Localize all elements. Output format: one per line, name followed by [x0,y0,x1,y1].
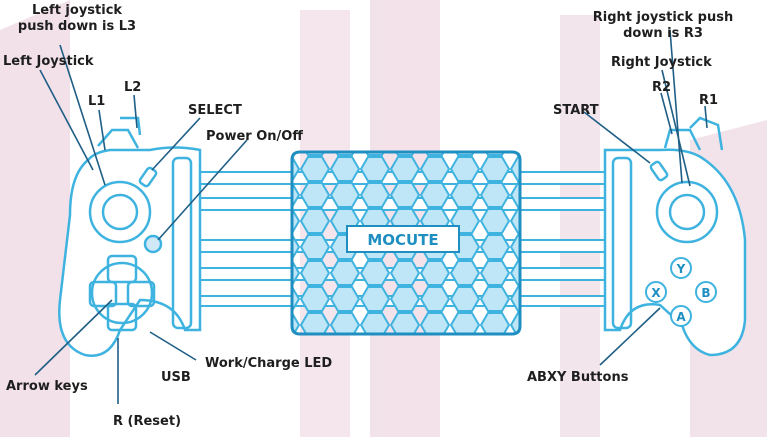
start-button [649,160,669,182]
label-select: SELECT [188,103,242,118]
label-start: START [553,103,599,118]
dpad-shape [88,254,156,332]
right-grip [603,116,747,357]
left-joystick-ring [88,180,152,244]
label-work-led: Work/Charge LED [205,356,332,371]
label-power: Power On/Off [206,129,303,144]
label-reset: R (Reset) [113,414,181,429]
callout-labels: Left Joystick L1 L2 SELECT Power On/Off … [3,54,718,429]
label-r2: R2 [652,80,671,95]
label-arrow-keys: Arrow keys [6,379,88,394]
left-grip [58,116,202,357]
button-x-label: X [651,286,661,300]
abxy-cluster: Y X B A [645,257,717,327]
label-right-joystick: Right Joystick [611,55,712,70]
label-left-joystick: Left Joystick [3,54,94,69]
label-abxy: ABXY Buttons [527,370,629,385]
leader-lines [34,29,708,404]
button-a-label: A [676,310,686,324]
power-button [143,234,163,254]
label-l2: L2 [124,80,141,95]
label-l1: L1 [88,94,105,109]
button-y-label: Y [676,262,686,276]
right-joystick-ring [655,180,719,244]
label-r1: R1 [699,93,718,108]
button-b-label: B [701,286,710,300]
phone-holder: MOCUTE [290,150,522,336]
label-usb: USB [161,370,191,385]
brand-logo: MOCUTE [367,231,438,249]
